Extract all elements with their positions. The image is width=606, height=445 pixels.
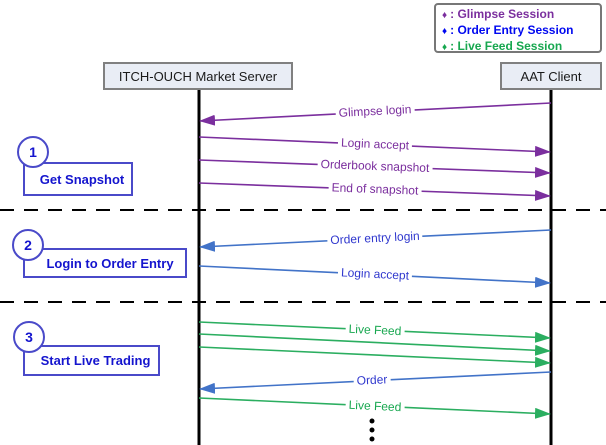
phase-number: 1 [29,144,37,160]
message-label-order: Order [353,372,391,388]
actor-client-label: AAT Client [520,68,582,84]
diamond-icon: ♦ [442,26,448,37]
phase-label: Login to Order Entry [46,255,174,271]
phase-number: 3 [25,329,33,345]
legend-item-label: : Order Entry Session [450,23,574,37]
legend-box: ♦: Glimpse Session ♦: Order Entry Sessio… [434,3,602,53]
message-label-live-feed-1: Live Feed [345,321,405,339]
phase-label: Get Snapshot [39,171,125,187]
phase-label-box-2: Login to Order Entry [23,248,187,278]
phase-number: 2 [24,237,32,253]
actor-box-client: AAT Client [500,62,602,90]
phase-marker-1: 1 [17,136,49,168]
legend-item-glimpse: ♦: Glimpse Session [442,7,600,23]
phase-label: Start Live Trading [40,353,151,368]
continuation-dots [369,418,375,442]
phase-marker-3: 3 [13,321,45,353]
diamond-icon: ♦ [442,42,448,53]
legend-item-label: : Glimpse Session [450,7,555,21]
phase-label-box-3: Start Live Trading [23,345,160,376]
diamond-icon: ♦ [442,10,448,21]
actor-server-label: ITCH-OUCH Market Server [118,68,278,84]
arrow-live-feed-3 [198,346,551,368]
arrow-live-feed-2 [198,333,551,356]
actor-box-server: ITCH-OUCH Market Server [103,62,293,90]
legend-item-live-feed: ♦: Live Feed Session [442,39,600,55]
legend-item-label: : Live Feed Session [450,39,563,53]
message-label-live-feed-2: Live Feed [345,397,405,415]
phase-marker-2: 2 [12,229,44,261]
legend-item-order-entry: ♦: Order Entry Session [442,23,600,39]
phase-label-box-1: Get Snapshot [23,162,133,196]
